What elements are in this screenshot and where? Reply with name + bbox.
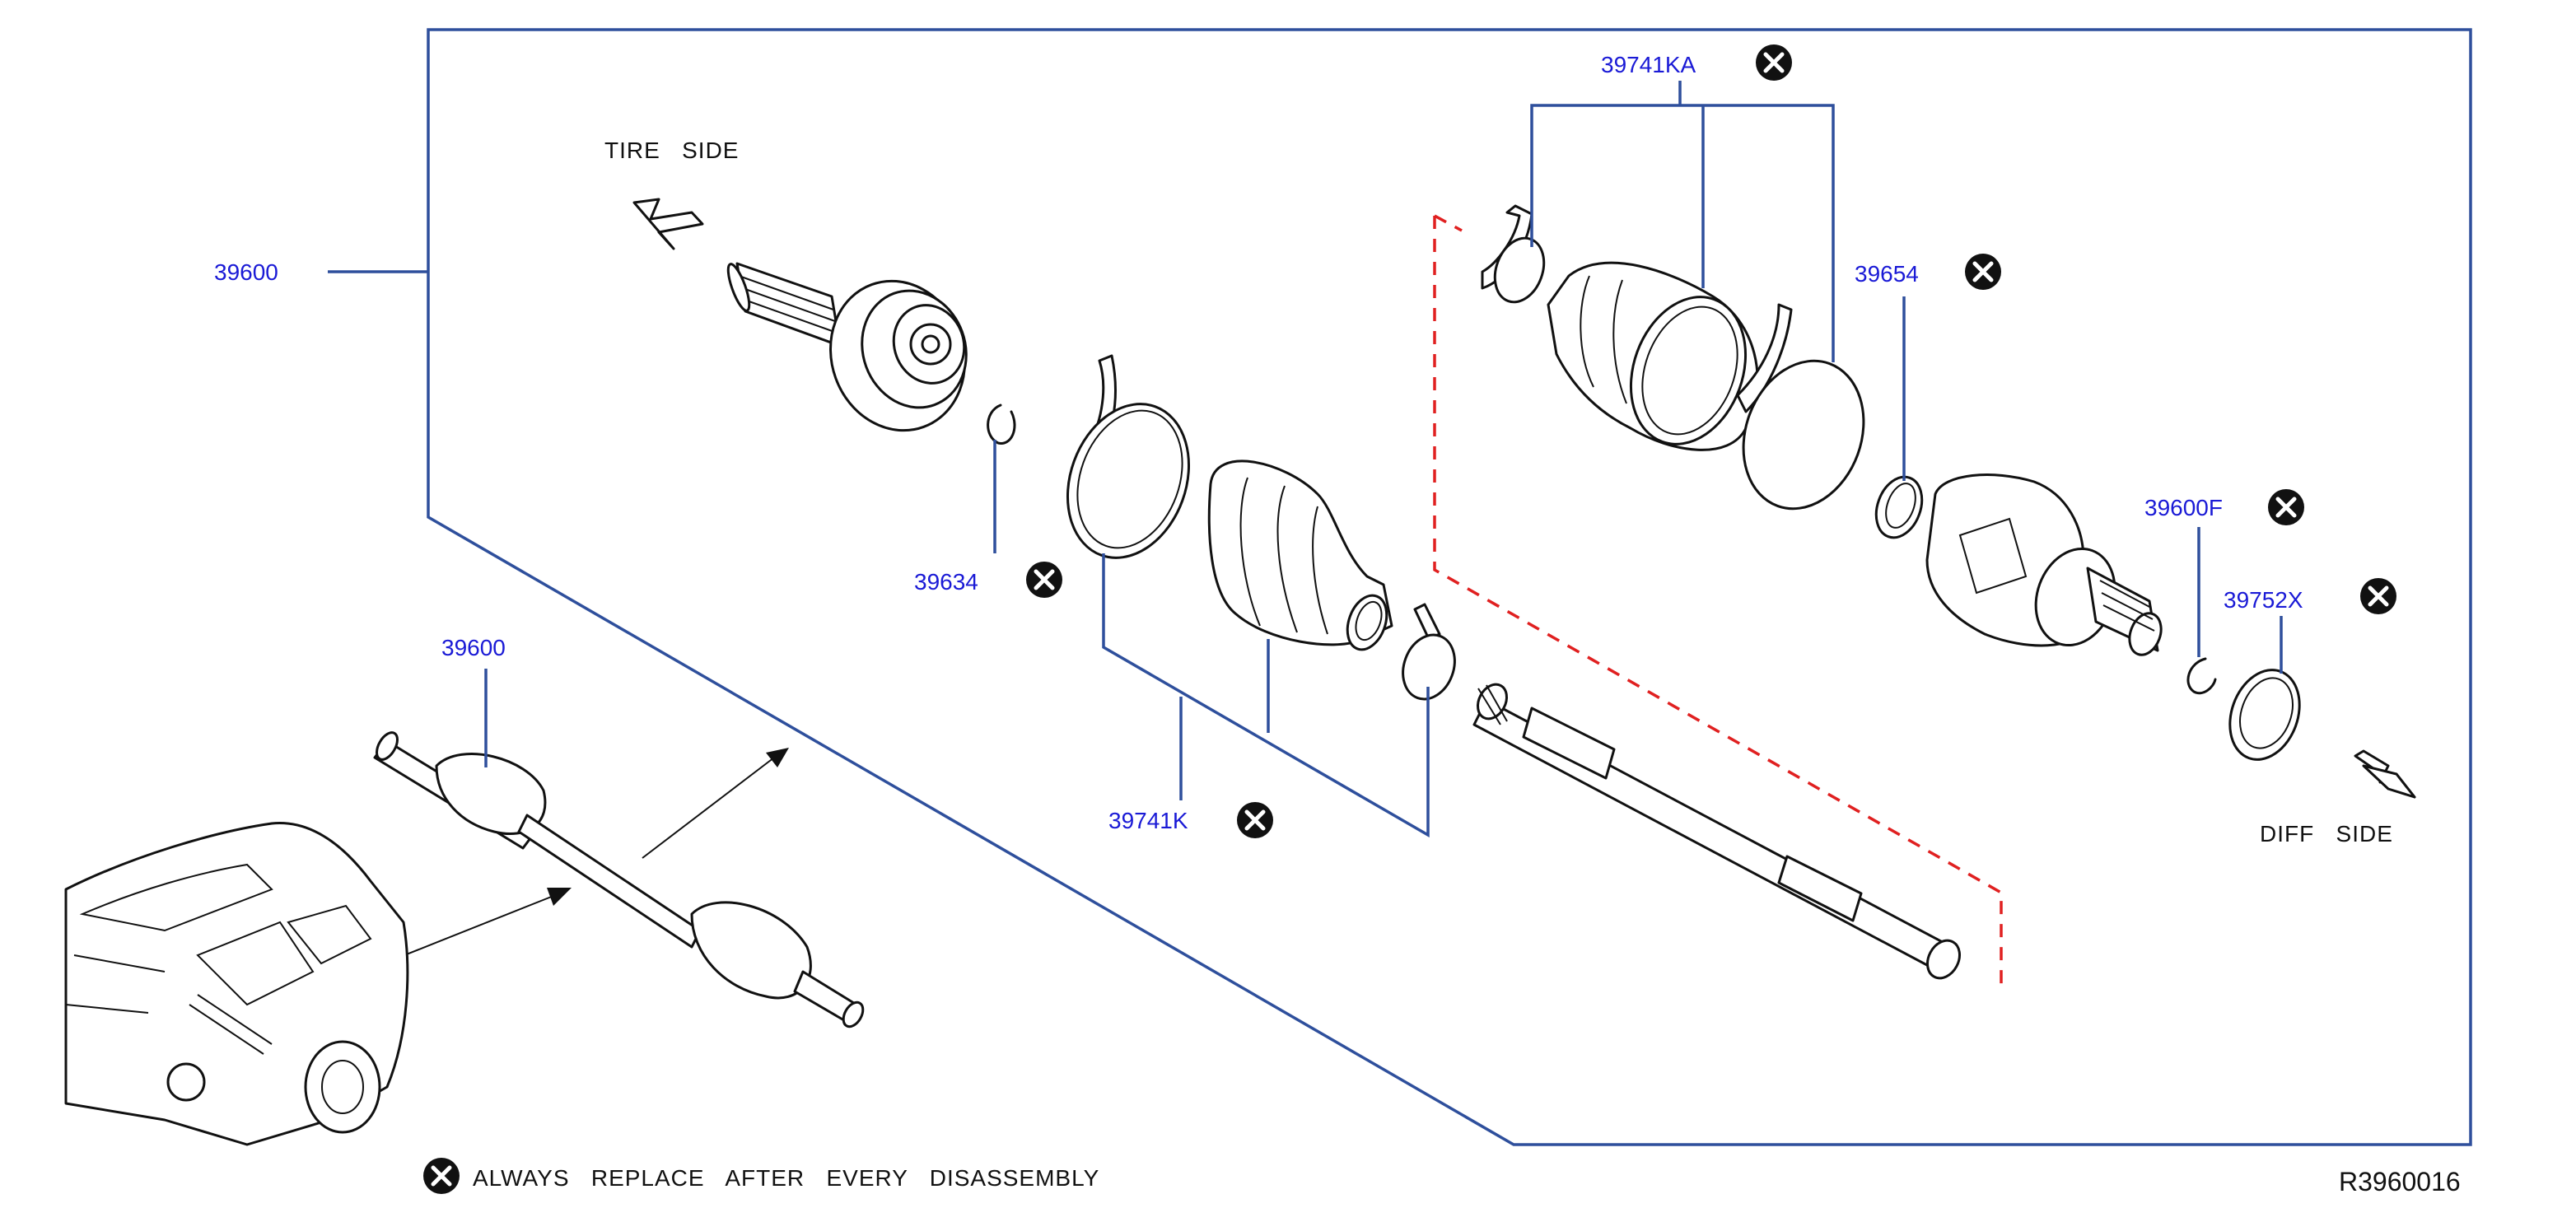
- label-39600-small: 39600: [441, 635, 506, 660]
- legend-replace-icon: [423, 1158, 460, 1194]
- inner-boot: [1547, 261, 1759, 451]
- inner-large-band: [1736, 303, 1865, 511]
- label-39752x: 39752X: [2224, 587, 2303, 613]
- tire-side-arrow-icon: [632, 198, 704, 250]
- outer-small-band: [1402, 603, 1456, 701]
- label-39741k: 39741K: [1108, 808, 1188, 833]
- label-39654: 39654: [1855, 261, 1919, 287]
- axle-assembly-small: [373, 731, 865, 1028]
- assembly-frame: [427, 28, 2472, 1146]
- diff-side-arrow-icon: [2354, 749, 2416, 799]
- label-39741ka: 39741KA: [1601, 52, 1696, 77]
- circlip-39600f: [2186, 657, 2217, 695]
- pointer-arrow-icon: [391, 748, 789, 961]
- label-39600f: 39600F: [2144, 495, 2223, 520]
- replace-marker-icon: [1026, 44, 2396, 838]
- legend-text: ALWAYS REPLACE AFTER EVERY DISASSEMBLY: [473, 1165, 1099, 1191]
- seal-39752x: [2228, 669, 2301, 761]
- outer-cv-joint: [726, 262, 968, 432]
- circlip-39654: [1874, 475, 1924, 539]
- circlip-39634: [987, 403, 1016, 445]
- legend: ALWAYS REPLACE AFTER EVERY DISASSEMBLY: [423, 1158, 1099, 1194]
- dashed-box: [1433, 214, 2003, 993]
- vehicle-icon: [64, 822, 409, 1146]
- outer-boot-band: [1066, 354, 1191, 559]
- reference-code: R3960016: [2339, 1167, 2461, 1196]
- label-39600-main: 39600: [214, 259, 278, 285]
- callout-39741ka: [1530, 81, 1835, 362]
- diff-side-label: DIFF SIDE: [2260, 821, 2393, 847]
- drive-shaft: [1472, 683, 1961, 980]
- inner-cv-joint: [1925, 473, 2163, 656]
- inner-boot-band: [1481, 204, 1546, 304]
- callout-39741k: [1102, 553, 1430, 838]
- label-39634: 39634: [914, 569, 978, 595]
- outer-boot: [1207, 459, 1393, 651]
- tire-side-label: TIRE SIDE: [604, 138, 739, 163]
